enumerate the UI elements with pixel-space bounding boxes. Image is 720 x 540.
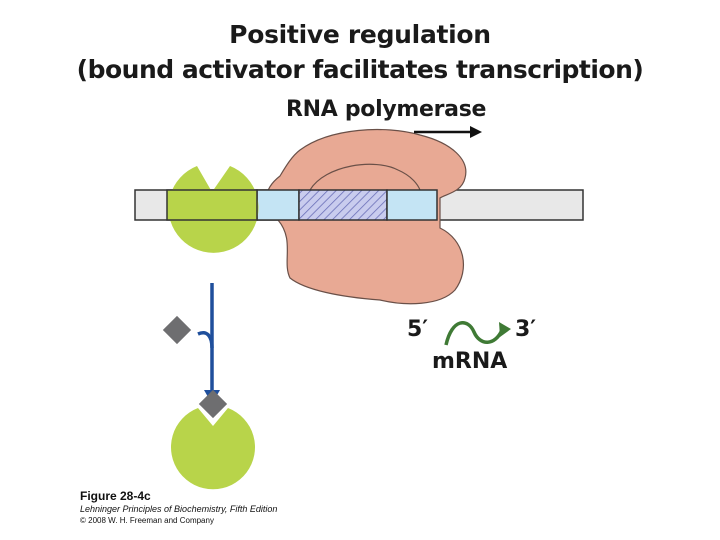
activator-with-ligand: [171, 408, 255, 490]
ligand-binding-curve: [197, 331, 214, 349]
mrna-arrowhead: [499, 322, 511, 337]
polymerase-cleft: [309, 163, 421, 191]
figure-copyright: © 2008 W. H. Freeman and Company: [80, 516, 214, 525]
mrna-squiggle: [444, 321, 504, 346]
promoter-right-region: [386, 189, 438, 221]
transcription-arrowhead: [470, 126, 482, 138]
activator-dna-overlay: [166, 189, 258, 221]
ligand-bound: [198, 389, 228, 419]
five-prime-label: 5′: [407, 317, 429, 342]
diagram-subtitle: (bound activator facilitates transcripti…: [76, 55, 644, 84]
figure-number: Figure 28-4c: [80, 489, 151, 503]
diagram-title: Positive regulation: [229, 20, 491, 49]
ligand-free: [162, 315, 192, 345]
rna-polymerase-label: RNA polymerase: [286, 97, 487, 122]
activator-binding-site: [256, 189, 300, 221]
promoter-hatched: [298, 189, 388, 221]
mrna-label: mRNA: [432, 349, 508, 374]
figure-source-book: Lehninger Principles of Biochemistry, Fi…: [80, 504, 278, 514]
three-prime-label: 3′: [515, 317, 537, 342]
